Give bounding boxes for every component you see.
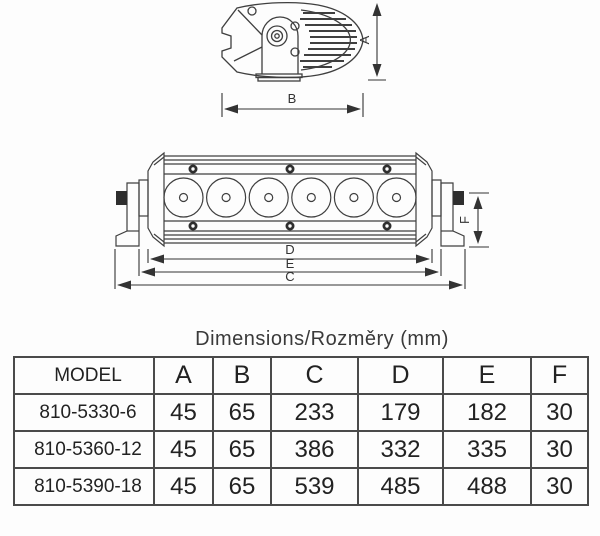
arrowhead xyxy=(473,231,483,244)
cell-f: 30 xyxy=(530,467,589,506)
dim-label-b: B xyxy=(288,91,297,106)
housing-fold-lines xyxy=(233,9,263,62)
arrowhead xyxy=(372,64,382,77)
dim-label-f: F xyxy=(457,216,472,224)
rail-screw-centers xyxy=(191,167,389,228)
screw-hole xyxy=(290,21,300,31)
dim-label-e: E xyxy=(286,256,295,271)
dimension-D xyxy=(147,249,433,263)
cell-f: 30 xyxy=(530,393,589,432)
arrowhead xyxy=(141,267,155,277)
bracket-knob-right xyxy=(453,191,464,205)
header-cell-model: MODEL xyxy=(13,356,155,395)
pivot-bracket xyxy=(261,16,299,74)
screw-hole xyxy=(290,47,300,57)
cell-a: 45 xyxy=(153,393,214,432)
cell-f: 30 xyxy=(530,430,589,469)
arrowhead xyxy=(473,196,483,209)
technical-drawing: A B xyxy=(114,1,489,290)
diagram-title: Dimensions/Rozměry (mm) xyxy=(195,328,449,350)
led-lenses xyxy=(163,177,417,218)
mount-tab-right xyxy=(431,179,442,217)
cell-e: 488 xyxy=(442,467,532,506)
cell-c: 233 xyxy=(270,393,359,432)
arrowhead xyxy=(224,104,238,114)
header-cell-e: E xyxy=(442,356,532,395)
arrowhead xyxy=(150,254,164,264)
cell-e: 182 xyxy=(442,393,532,432)
arrowhead xyxy=(117,280,131,290)
arrowhead xyxy=(347,104,361,114)
cell-c: 386 xyxy=(270,430,359,469)
cell-d: 332 xyxy=(357,430,444,469)
table-row: 810-5390-18 45 65 539 485 488 30 xyxy=(13,467,589,506)
end-cap-left xyxy=(147,151,165,248)
dimensions-table: MODEL A B C D E F 810-5330-6 45 65 233 1… xyxy=(13,356,589,506)
arrowhead xyxy=(449,280,463,290)
end-view-drawing xyxy=(221,1,364,82)
arrowhead xyxy=(372,3,382,16)
cell-b: 65 xyxy=(212,393,272,432)
dimension-E xyxy=(138,249,442,276)
pivot-bolt-center xyxy=(274,33,280,39)
cell-b: 65 xyxy=(212,430,272,469)
pivot-bolt-mid xyxy=(270,29,284,43)
pivot-bolt-outer xyxy=(266,25,288,47)
table-header-row: MODEL A B C D E F xyxy=(13,356,589,395)
header-cell-a: A xyxy=(153,356,214,395)
cell-model: 810-5330-6 xyxy=(13,393,155,432)
cell-d: 485 xyxy=(357,467,444,506)
end-cap-right-bevels xyxy=(415,156,427,243)
cell-a: 45 xyxy=(153,467,214,506)
arrowhead xyxy=(425,267,439,277)
dim-label-d: D xyxy=(285,242,294,257)
inner-shell-arc xyxy=(300,9,352,71)
dimension-C xyxy=(114,249,466,289)
end-cap-right xyxy=(415,151,433,248)
bracket-knob-left xyxy=(116,191,127,205)
cell-a: 45 xyxy=(153,430,214,469)
cell-model: 810-5390-18 xyxy=(13,467,155,506)
cell-d: 179 xyxy=(357,393,444,432)
header-cell-b: B xyxy=(212,356,272,395)
cell-c: 539 xyxy=(270,467,359,506)
housing-outline xyxy=(221,1,364,79)
dim-label-c: C xyxy=(285,269,294,284)
dim-label-a: A xyxy=(357,35,372,44)
cell-model: 810-5360-12 xyxy=(13,430,155,469)
table-row: 810-5330-6 45 65 233 179 182 30 xyxy=(13,393,589,432)
dimension-B xyxy=(221,93,364,117)
header-cell-c: C xyxy=(270,356,359,395)
cell-b: 65 xyxy=(212,467,272,506)
header-cell-d: D xyxy=(357,356,444,395)
mount-tab-left xyxy=(138,179,149,217)
cell-e: 335 xyxy=(442,430,532,469)
screw-hole xyxy=(247,6,257,16)
end-cap-left-bevels xyxy=(153,156,165,243)
dimension-A xyxy=(368,6,386,81)
arrowhead xyxy=(416,254,430,264)
header-cell-f: F xyxy=(530,356,589,395)
body-rails xyxy=(164,155,416,244)
table-row: 810-5360-12 45 65 386 332 335 30 xyxy=(13,430,589,469)
heatsink-fins xyxy=(300,11,357,69)
front-view-drawing xyxy=(115,151,465,248)
bracket-base-plate xyxy=(257,76,301,82)
